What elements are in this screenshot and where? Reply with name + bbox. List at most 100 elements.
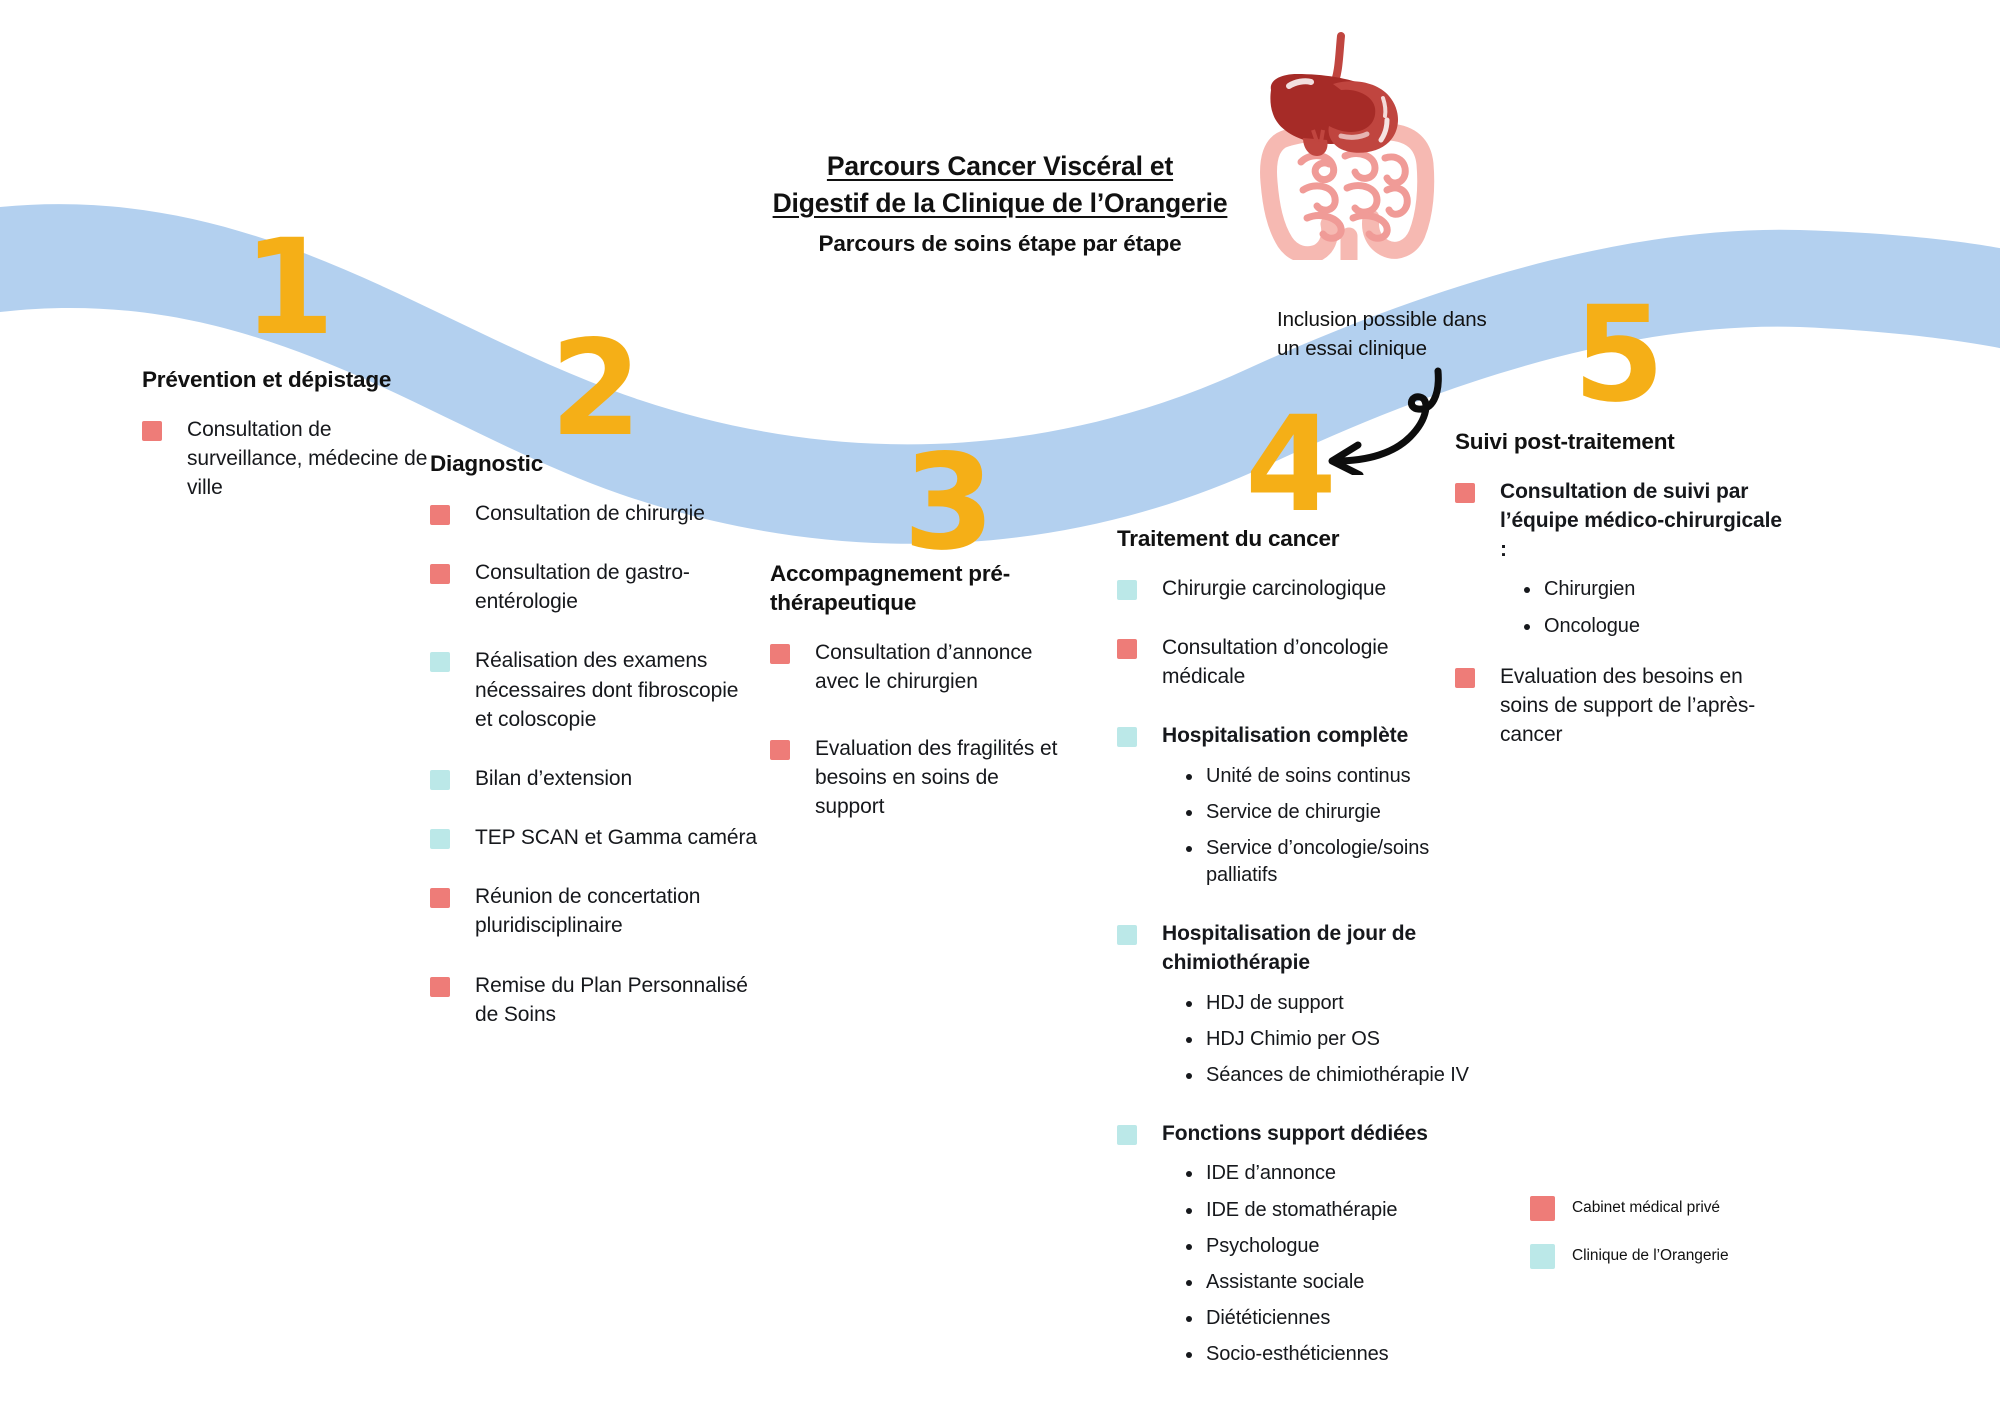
step-number-1: 1 bbox=[243, 211, 335, 365]
clinic-swatch-icon bbox=[1117, 727, 1137, 748]
clinic-swatch-icon bbox=[430, 769, 450, 790]
step-item-label: Evaluation des besoins en soins de suppo… bbox=[1500, 664, 1756, 747]
step-column-5: Suivi post-traitement Consultation de su… bbox=[1455, 428, 1785, 771]
private-practice-swatch-icon bbox=[1455, 667, 1475, 688]
step-subitem: HDJ Chimio per OS bbox=[1184, 1026, 1477, 1053]
clinic-swatch-icon bbox=[1530, 1244, 1555, 1270]
step-subitem: Oncologue bbox=[1522, 613, 1785, 640]
step-item: TEP SCAN et Gamma caméra bbox=[430, 823, 760, 852]
clinic-swatch-icon bbox=[1117, 1125, 1137, 1146]
private-practice-swatch-icon bbox=[1455, 482, 1475, 503]
step-heading-4: Traitement du cancer bbox=[1117, 526, 1340, 551]
step-subitem: IDE d’annonce bbox=[1184, 1160, 1477, 1187]
step-item-label: Chirurgie carcinologique bbox=[1162, 576, 1387, 600]
clinic-swatch-icon bbox=[1117, 579, 1137, 600]
step-subitem: Assistante sociale bbox=[1184, 1269, 1477, 1296]
step-item: Consultation de surveillance, médecine d… bbox=[142, 415, 442, 503]
step-item: Réunion de concertation pluridisciplinai… bbox=[430, 882, 760, 940]
private-practice-swatch-icon bbox=[430, 504, 450, 525]
step-column-1: Prévention et dépistage Consultation de … bbox=[142, 366, 442, 524]
step-item-label: TEP SCAN et Gamma caméra bbox=[475, 826, 757, 850]
step-column-4: Traitement du cancer Chirurgie carcinolo… bbox=[1117, 525, 1477, 1399]
step-item-label: Hospitalisation complète bbox=[1162, 724, 1409, 748]
private-practice-swatch-icon bbox=[1117, 638, 1137, 659]
annotation-line-1: Inclusion possible dans bbox=[1277, 308, 1487, 331]
step-item-label: Remise du Plan Personnalisé de Soins bbox=[475, 973, 748, 1026]
step-number-2: 2 bbox=[550, 312, 642, 466]
step-item-label: Consultation de surveillance, médecine d… bbox=[187, 417, 428, 500]
step-item: Chirurgie carcinologique bbox=[1117, 574, 1477, 603]
step-item-label: Hospitalisation de jour de chimiothérapi… bbox=[1162, 922, 1417, 975]
step-item-label: Réunion de concertation pluridisciplinai… bbox=[475, 885, 701, 938]
step-item: Consultation de chirurgie bbox=[430, 499, 760, 528]
step-item: Bilan d’extension bbox=[430, 764, 760, 793]
step-number-3: 3 bbox=[903, 426, 995, 580]
page-subtitle: Parcours de soins étape par étape bbox=[818, 231, 1182, 257]
step-item-label: Consultation d’annonce avec le chirurgie… bbox=[815, 640, 1033, 693]
step-item-label: Consultation de suivi par l’équipe médic… bbox=[1500, 479, 1782, 562]
step-items-3: Consultation d’annonce avec le chirurgie… bbox=[770, 638, 1070, 822]
step-number-4: 4 bbox=[1245, 388, 1337, 542]
step-heading-2: Diagnostic bbox=[430, 451, 544, 476]
private-practice-swatch-icon bbox=[770, 643, 790, 664]
clinic-swatch-icon bbox=[430, 829, 450, 850]
step-item-label: Fonctions support dédiées bbox=[1162, 1122, 1428, 1146]
step-item: Evaluation des besoins en soins de suppo… bbox=[1455, 662, 1785, 750]
step-subitem: Séances de chimiothérapie IV bbox=[1184, 1062, 1477, 1089]
step-item-label: Consultation de chirurgie bbox=[475, 501, 705, 525]
step-subitem: Psychologue bbox=[1184, 1233, 1477, 1260]
private-practice-swatch-icon bbox=[1530, 1196, 1555, 1221]
step-subitem: Diététiciennes bbox=[1184, 1305, 1477, 1332]
step-item: Réalisation des examens nécessaires dont… bbox=[430, 646, 760, 734]
step-subitem: IDE de stomathérapie bbox=[1184, 1197, 1477, 1224]
title-line-2: Digestif de la Clinique de l’Orangerie bbox=[772, 187, 1228, 218]
legend-row: Cabinet médical privé bbox=[1530, 1196, 1790, 1221]
private-practice-swatch-icon bbox=[142, 420, 162, 441]
clinical-trial-annotation: Inclusion possible dans un essai cliniqu… bbox=[1277, 305, 1547, 363]
step-item: Consultation de gastro-entérologie bbox=[430, 558, 760, 616]
step-heading-1: Prévention et dépistage bbox=[142, 367, 392, 392]
private-practice-swatch-icon bbox=[430, 976, 450, 997]
step-item-label: Consultation d’oncologie médicale bbox=[1162, 635, 1389, 689]
curved-arrow-icon bbox=[1328, 367, 1442, 475]
private-practice-swatch-icon bbox=[770, 739, 790, 760]
step-item-label: Réalisation des examens nécessaires dont… bbox=[475, 649, 739, 731]
digestive-system-icon bbox=[1260, 32, 1435, 260]
step-items-1: Consultation de surveillance, médecine d… bbox=[142, 415, 442, 503]
step-subitem: Service de chirurgie bbox=[1184, 799, 1477, 826]
step-item: Remise du Plan Personnalisé de Soins bbox=[430, 971, 760, 1029]
private-practice-swatch-icon bbox=[430, 563, 450, 584]
step-heading-3: Accompagnement pré-thérapeutique bbox=[770, 561, 1010, 615]
step-subitem: Unité de soins continus bbox=[1184, 763, 1477, 790]
step-item-label: Bilan d’extension bbox=[475, 766, 633, 790]
page-title: Parcours Cancer Viscéral et Digestif de … bbox=[735, 148, 1265, 257]
step-items-5: Consultation de suivi par l’équipe médic… bbox=[1455, 477, 1785, 750]
step-subitem: Chirurgien bbox=[1522, 576, 1785, 603]
clinic-swatch-icon bbox=[1117, 925, 1137, 946]
step-item-label: Consultation de gastro-entérologie bbox=[475, 560, 690, 614]
step-item: Consultation de suivi par l’équipe médic… bbox=[1455, 477, 1785, 640]
step-subitem: Service d’oncologie/soins palliatifs bbox=[1184, 835, 1477, 889]
step-item: Consultation d’annonce avec le chirurgie… bbox=[770, 638, 1070, 696]
step-number-5: 5 bbox=[1573, 278, 1665, 432]
legend-label: Cabinet médical privé bbox=[1572, 1199, 1720, 1216]
step-subitem: HDJ de support bbox=[1184, 990, 1477, 1017]
step-heading-5: Suivi post-traitement bbox=[1455, 429, 1675, 454]
step-column-3: Accompagnement pré-thérapeutique Consult… bbox=[770, 560, 1070, 860]
step-subitem: Socio-esthéticiennes bbox=[1184, 1341, 1477, 1368]
step-item: Consultation d’oncologie médicale bbox=[1117, 633, 1477, 691]
legend-row: Clinique de l’Orangerie bbox=[1530, 1244, 1790, 1270]
step-item: Evaluation des fragilités et besoins en … bbox=[770, 734, 1070, 822]
clinic-swatch-icon bbox=[430, 652, 450, 673]
